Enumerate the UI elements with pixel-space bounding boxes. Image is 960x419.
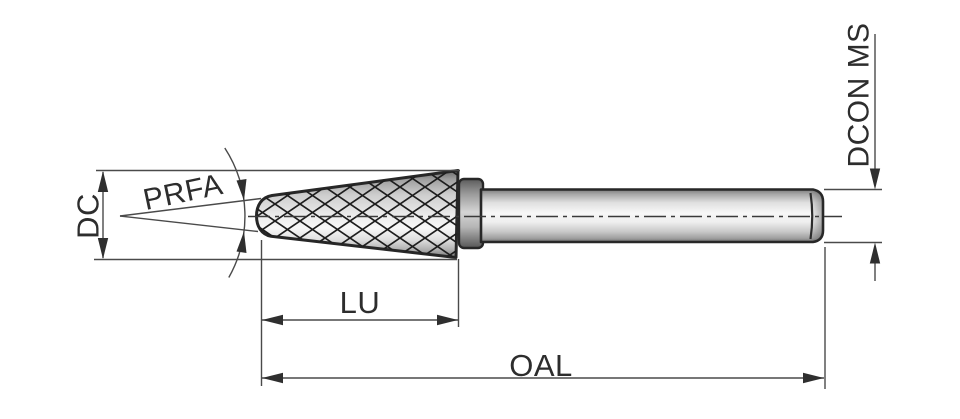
oal-label: OAL [509, 348, 573, 383]
prfa-label: PRFA [140, 168, 225, 217]
dcon-dimension [824, 34, 882, 281]
shank-end-chamfer-edge [809, 192, 814, 240]
dcon-label: DCON MS [843, 22, 876, 167]
burr-tool-body [255, 169, 825, 259]
arrowhead [803, 372, 824, 384]
arrowhead [262, 314, 283, 326]
arrowhead [97, 171, 109, 192]
prfa-dimension [119, 147, 262, 278]
dc-dimension [94, 169, 460, 261]
dc-label: DC [71, 193, 106, 239]
arrowhead [236, 231, 247, 253]
arrowhead [869, 242, 881, 264]
arrowhead [437, 314, 458, 326]
arrowhead [97, 238, 109, 259]
arrowhead [236, 179, 247, 201]
collar-neck [457, 177, 485, 250]
shank-end-face [810, 190, 823, 241]
lu-label: LU [340, 285, 381, 320]
arrowhead [869, 168, 881, 190]
prfa-dimension-arc [224, 147, 246, 278]
oal-dimension [262, 247, 826, 389]
prfa-angle-ray-upper [119, 197, 262, 217]
burr-head-crosscut-hatch [256, 170, 458, 258]
lu-dimension [260, 240, 460, 386]
prfa-angle-ray-lower [119, 215, 259, 233]
arrowhead [262, 372, 283, 384]
shank [479, 188, 825, 244]
